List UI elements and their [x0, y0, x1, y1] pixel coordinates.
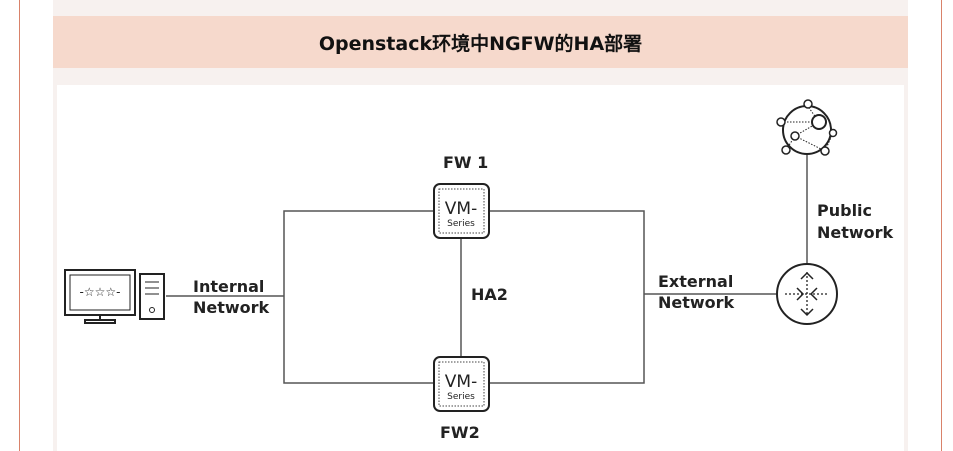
- fw2-vm-series-icon: VM- Series: [433, 356, 490, 412]
- public-network-globe-icon: [776, 99, 838, 156]
- external-network-label-1: External: [658, 272, 733, 291]
- fw2-vm-text: VM-: [445, 372, 477, 392]
- fw1-label: FW 1: [443, 153, 488, 172]
- page-title: Openstack环境中NGFW的HA部署: [318, 32, 643, 55]
- public-network-label-2: Network: [817, 223, 894, 242]
- svg-text:-☆☆☆-: -☆☆☆-: [80, 285, 121, 299]
- fw1-series-text: Series: [447, 219, 475, 229]
- external-network-label-2: Network: [658, 293, 735, 312]
- computer-icon: -☆☆☆-: [64, 269, 165, 324]
- internal-network-label-1: Internal: [193, 277, 264, 296]
- public-network-label-1: Public: [817, 201, 872, 220]
- fw1-vm-text: VM-: [445, 199, 477, 219]
- ha2-label: HA2: [471, 285, 508, 304]
- right-border: [941, 0, 942, 451]
- fw2-label: FW2: [440, 423, 480, 442]
- fw2-series-text: Series: [447, 392, 475, 402]
- router-icon: [776, 263, 838, 325]
- left-border: [19, 0, 20, 451]
- fw1-vm-series-icon: VM- Series: [433, 183, 490, 239]
- title-bar: Openstack环境中NGFW的HA部署: [53, 16, 908, 68]
- internal-network-label-2: Network: [193, 298, 270, 317]
